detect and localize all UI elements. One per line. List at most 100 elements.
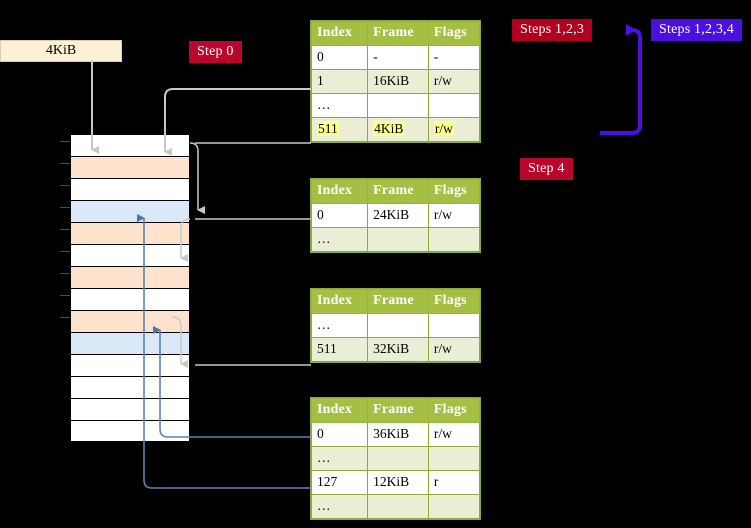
cell-index: … — [310, 494, 369, 519]
table-row: 0 36KiB r/w — [310, 422, 481, 447]
physical-memory-column — [70, 134, 190, 442]
cell-index: … — [310, 227, 369, 252]
memory-row — [70, 222, 190, 244]
column-header-frame: Frame — [367, 398, 429, 423]
memory-row — [70, 398, 190, 420]
memory-row — [70, 310, 190, 332]
column-header-index: Index — [310, 289, 369, 314]
cell-frame — [367, 494, 429, 519]
memory-row — [70, 288, 190, 310]
badge-steps-123: Steps 1,2,3 — [512, 19, 593, 41]
table-header-row: Index Frame Flags — [310, 21, 481, 46]
cell-index: … — [310, 313, 369, 338]
cell-flags: r — [427, 470, 481, 495]
table-row: … — [310, 446, 481, 471]
page-table-level-4: Index Frame Flags 0 36KiB r/w … 127 12Ki… — [310, 398, 481, 519]
memory-row — [70, 266, 190, 288]
table-row: 511 32KiB r/w — [310, 337, 481, 362]
cell-flags — [427, 494, 481, 519]
memory-tick — [60, 295, 70, 296]
table-row: … — [310, 313, 481, 338]
memory-row — [70, 244, 190, 266]
badge-step-4-label: Step 4 — [528, 161, 565, 176]
table-row: 1 16KiB r/w — [310, 69, 481, 94]
cell-flags: r/w — [427, 422, 481, 447]
memory-tick — [60, 185, 70, 186]
memory-tick — [60, 207, 70, 208]
memory-row — [70, 376, 190, 398]
cell-frame: - — [367, 45, 429, 70]
cell-flags — [427, 93, 481, 118]
cell-flags: r/w — [427, 69, 481, 94]
cell-index-highlight: 511 — [317, 121, 339, 136]
badge-steps-1234-label: Steps 1,2,3,4 — [659, 22, 734, 37]
memory-row — [70, 156, 190, 178]
cell-index: 0 — [310, 45, 369, 70]
page-table-level-3: Index Frame Flags … 511 32KiB r/w — [310, 289, 481, 362]
memory-tick — [60, 273, 70, 274]
table-header-row: Index Frame Flags — [310, 289, 481, 314]
memory-frame-4kib-box: 4KiB — [0, 40, 122, 62]
table-header-row: Index Frame Flags — [310, 398, 481, 423]
column-header-index: Index — [310, 398, 369, 423]
memory-tick — [60, 317, 70, 318]
cell-flags: - — [427, 45, 481, 70]
column-header-frame: Frame — [367, 21, 429, 46]
table-row: … — [310, 494, 481, 519]
table-row: 0 24KiB r/w — [310, 203, 481, 228]
table-row: 511 4KiB r/w — [310, 117, 481, 142]
column-header-index: Index — [310, 21, 369, 46]
cell-frame: 36KiB — [367, 422, 429, 447]
cell-index: … — [310, 446, 369, 471]
page-table-level-1: Index Frame Flags 0 - - 1 16KiB r/w … — [310, 21, 481, 142]
memory-row — [70, 134, 190, 156]
cell-flags — [427, 446, 481, 471]
memory-tick — [60, 141, 70, 142]
memory-row — [70, 420, 190, 442]
badge-step-0: Step 0 — [189, 41, 242, 63]
cell-flags: r/w — [427, 203, 481, 228]
column-header-flags: Flags — [427, 179, 481, 204]
memory-tick — [60, 251, 70, 252]
connector-memory-to-l2 — [189, 142, 205, 214]
table-row: … — [310, 93, 481, 118]
cell-frame — [367, 227, 429, 252]
cell-flags: r/w — [427, 117, 481, 142]
table-row: 127 12KiB r — [310, 470, 481, 495]
cell-index: 0 — [310, 203, 369, 228]
cell-index: 511 — [310, 337, 369, 362]
cell-frame: 32KiB — [367, 337, 429, 362]
column-header-frame: Frame — [367, 179, 429, 204]
badge-steps-1234: Steps 1,2,3,4 — [651, 19, 742, 41]
cell-frame — [367, 93, 429, 118]
cell-frame-highlight: 4KiB — [373, 121, 405, 136]
memory-frame-4kib-label: 4KiB — [45, 43, 77, 58]
cell-index: 1 — [310, 69, 369, 94]
cell-flags: r/w — [427, 337, 481, 362]
column-header-flags: Flags — [427, 398, 481, 423]
cell-frame: 24KiB — [367, 203, 429, 228]
column-header-flags: Flags — [427, 21, 481, 46]
cell-index: 127 — [310, 470, 369, 495]
table-row: 0 - - — [310, 45, 481, 70]
column-header-frame: Frame — [367, 289, 429, 314]
badge-step-4: Step 4 — [520, 158, 573, 180]
column-header-flags: Flags — [427, 289, 481, 314]
cell-index: … — [310, 93, 369, 118]
cell-flags — [427, 227, 481, 252]
cell-index: 511 — [310, 117, 369, 142]
badge-step-0-label: Step 0 — [197, 44, 234, 59]
table-row: … — [310, 227, 481, 252]
badge-steps-123-label: Steps 1,2,3 — [520, 22, 585, 37]
cell-flags — [427, 313, 481, 338]
cell-index: 0 — [310, 422, 369, 447]
cell-frame — [367, 313, 429, 338]
cell-frame: 12KiB — [367, 470, 429, 495]
memory-row — [70, 354, 190, 376]
memory-row — [70, 332, 190, 354]
cell-frame: 4KiB — [367, 117, 429, 142]
bracket-steps-1234 — [600, 24, 642, 135]
table-header-row: Index Frame Flags — [310, 179, 481, 204]
page-table-level-2: Index Frame Flags 0 24KiB r/w … — [310, 179, 481, 252]
cell-frame: 16KiB — [367, 69, 429, 94]
